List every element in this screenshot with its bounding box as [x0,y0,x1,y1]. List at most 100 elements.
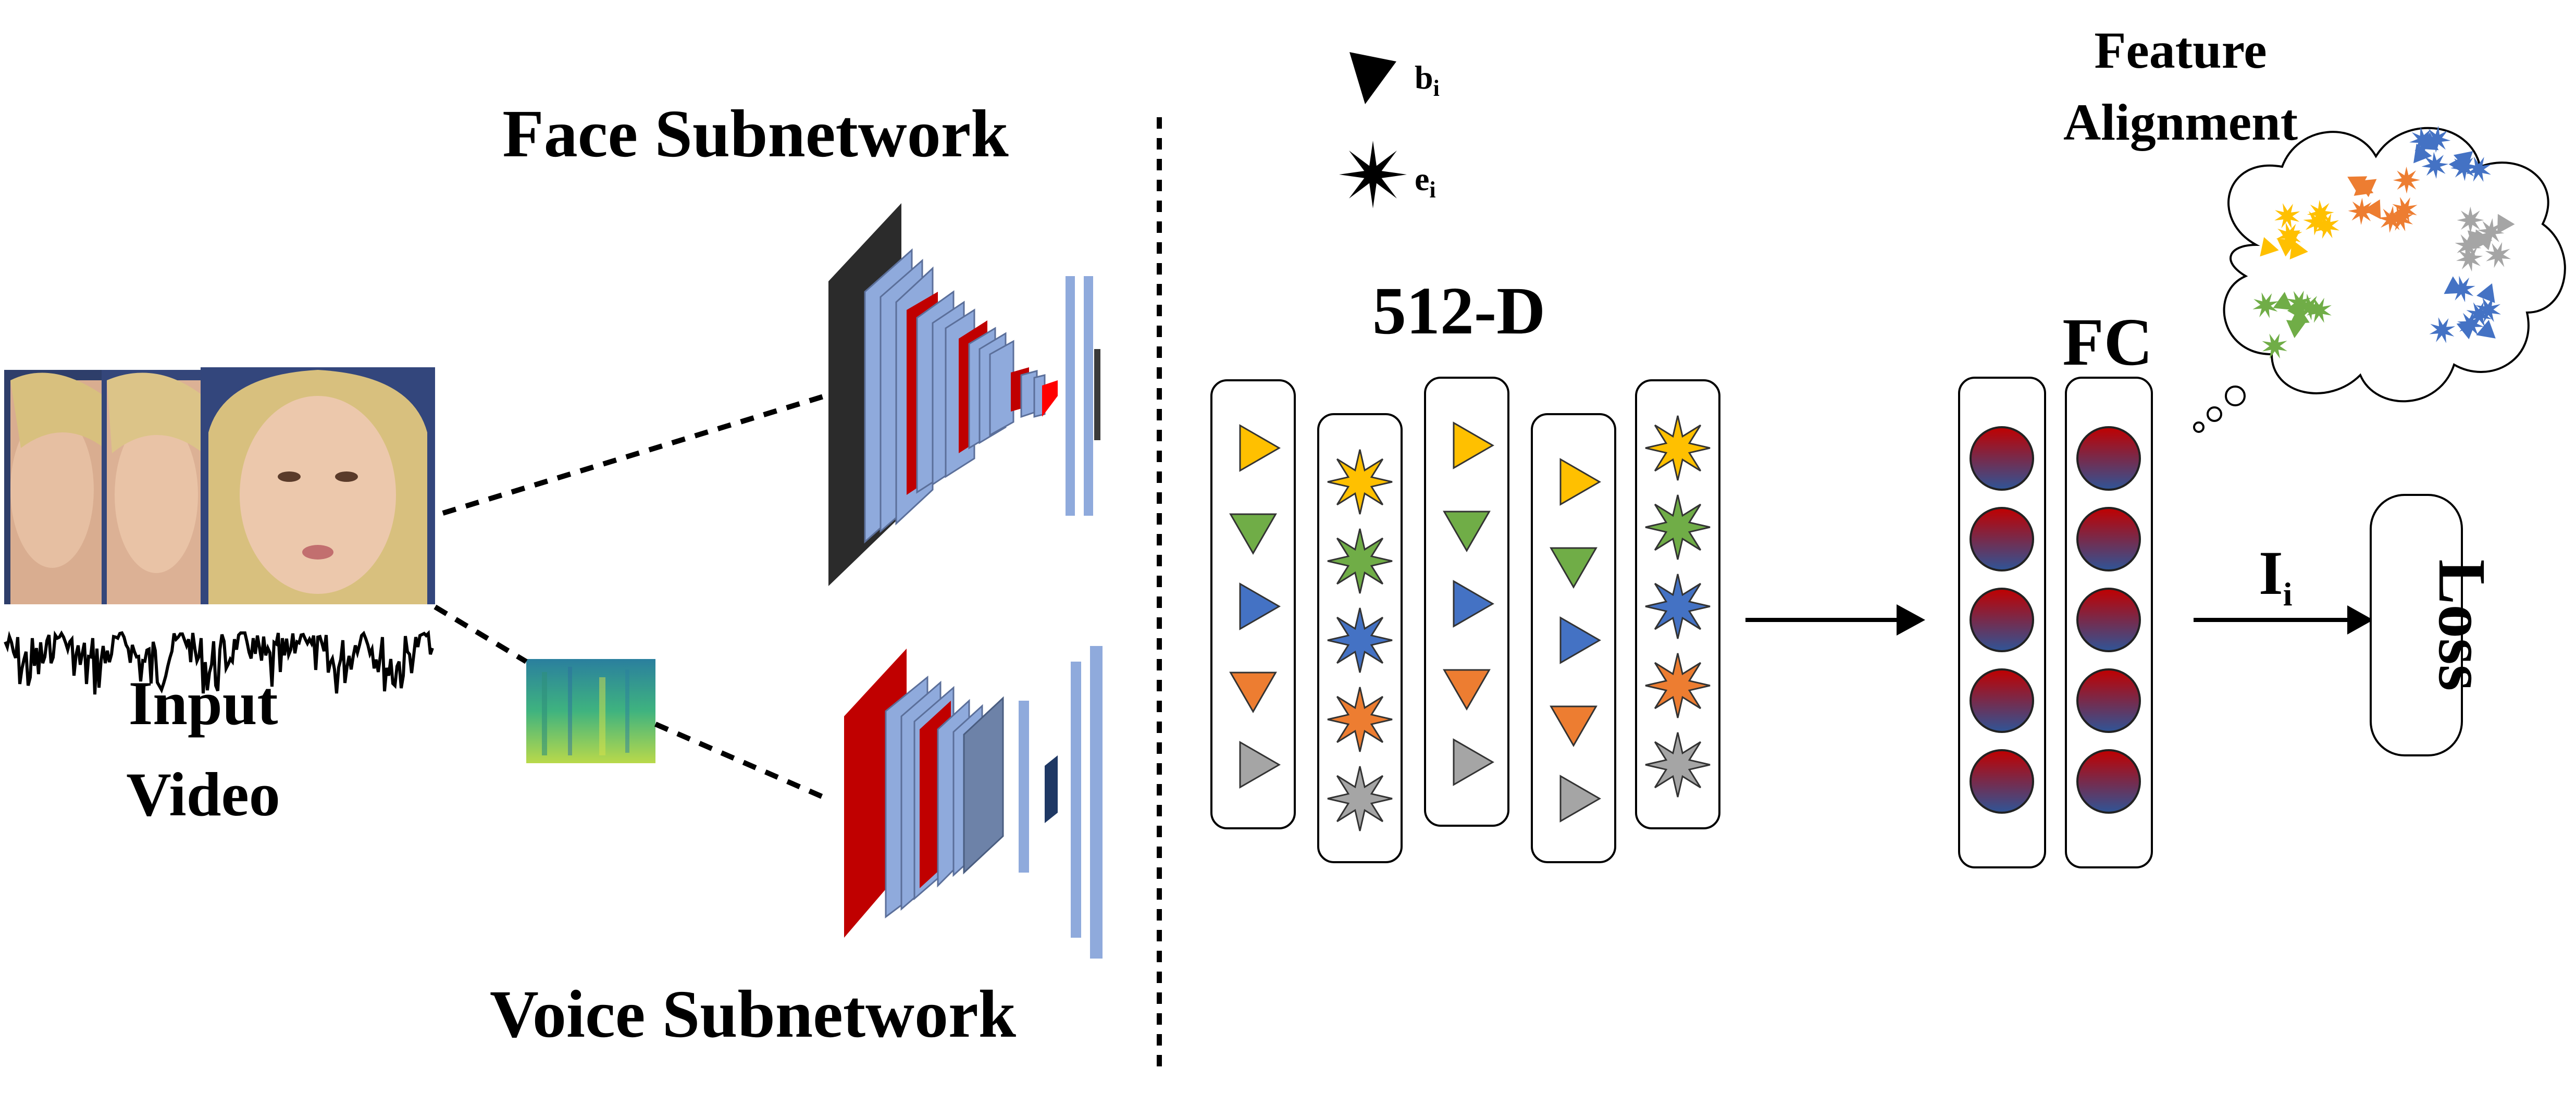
triangle-feature-icon [1239,741,1281,789]
cluster-star-icon [2477,218,2505,245]
face-subnetwork-layers [828,203,1100,586]
fc-node [1970,668,2034,733]
cluster-star-icon [2421,152,2449,179]
triangle-feature-icon [1453,421,1495,469]
cluster-star-icon [2303,208,2330,235]
legend-triangle-label: bi [1415,59,1440,101]
cluster-triangle-icon [2413,143,2432,164]
embedding-dim-label: 512-D [1372,274,1545,349]
feature-alignment-title-line1: Feature [2094,21,2267,79]
cluster-triangle-icon [2277,239,2297,257]
cluster-star-icon [2456,245,2483,272]
legend-star-label: ei [1415,160,1436,203]
cluster-star-icon [2485,242,2511,268]
fc-node [2076,749,2141,814]
triangle-feature-icon [1229,672,1277,714]
triangle-feature-icon [1559,616,1602,664]
cluster-star-icon [2392,197,2418,222]
cluster-triangle-icon [2476,320,2496,339]
voice-connector-b [654,722,824,800]
voice-subnetwork-layers [844,646,1103,959]
star-feature-icon [1327,449,1393,515]
star-feature-icon [1645,732,1711,798]
cluster-star-icon [2286,290,2312,316]
cluster-star-icon [2409,127,2436,154]
fc-node [2076,426,2141,491]
loss-box [2370,494,2463,756]
cluster-star-icon [2393,166,2420,194]
cluster-triangle-icon [2289,240,2308,259]
triangle-feature-icon [1550,705,1597,748]
star-feature-icon [1645,653,1711,718]
cluster-triangle-icon [2260,237,2279,257]
cluster-star-icon [2306,297,2332,323]
cluster-triangle-icon [2448,155,2467,175]
cluster-triangle-icon [2286,320,2306,338]
cluster-star-icon [2314,213,2339,239]
cluster-triangle-icon [2497,214,2515,234]
cluster-star-icon [2276,222,2302,249]
star-feature-icon [1327,607,1393,673]
cluster-triangle-icon [2476,283,2495,303]
triangle-feature-icon [1443,669,1491,711]
triangle-feature-icon [1559,775,1602,823]
cluster-star-icon [2377,206,2405,233]
star-feature-icon [1645,574,1711,639]
fc-node [2076,588,2141,652]
cluster-star-icon [2262,333,2287,359]
cluster-star-icon [2423,126,2451,153]
legend: bi ei [1339,52,1440,208]
fc-node [1970,588,2034,652]
arrowhead-1 [1897,604,1925,636]
fc-label: FC [2062,305,2152,380]
cluster-triangle-icon [2456,320,2476,340]
cluster-triangle-icon [2354,177,2374,196]
cluster-star-icon [2466,156,2492,182]
loss-label: Loss [2424,560,2499,691]
cluster-star-icon [2455,232,2482,259]
spectrogram [526,659,655,763]
star-feature-icon [1645,494,1711,560]
star-icon [1339,141,1407,208]
star-feature-icon [1645,415,1711,481]
fc-node [1970,749,2034,814]
face-frame-3 [201,367,435,604]
cluster-star-icon [2429,317,2456,343]
triangle-feature-icon [1239,424,1281,472]
triangle-feature-icon [1239,582,1281,630]
fc-node [2076,507,2141,571]
cluster-star-icon [2449,276,2475,303]
face-frame-2 [102,370,206,604]
cluster-star-icon [2457,206,2484,234]
input-video-label-line2: Video [126,760,280,829]
identity-clusters [2252,126,2515,359]
input-video-label-line1: Input [129,668,278,738]
cluster-star-icon [2466,302,2492,328]
triangle-feature-icon [1453,580,1495,628]
star-feature-icon [1327,528,1393,594]
face-frame-1 [4,370,108,604]
voice-connector-a [434,604,528,664]
star-feature-icon [1327,687,1393,752]
fc-node [1970,426,2034,491]
cluster-triangle-icon [2289,306,2310,324]
cluster-star-icon [2348,197,2375,225]
face-subnetwork-title: Face Subnetwork [502,96,1009,171]
cluster-triangle-icon [2444,276,2464,294]
feature-alignment-title-line2: Alignment [2063,93,2298,151]
feature-alignment-cloud [2193,127,2566,433]
star-feature-icon [1327,766,1393,831]
cluster-star-icon [2274,203,2300,229]
input-video-frames [4,367,435,604]
cluster-triangle-icon [2273,292,2293,310]
embedding-columns [1210,377,1720,863]
cluster-star-icon [2252,292,2279,318]
triangle-icon [1349,52,1396,104]
triangle-feature-icon [1453,738,1495,786]
identity-label: Ii [2259,538,2292,613]
cluster-triangle-icon [2363,199,2381,219]
arrowhead-2 [2347,605,2373,635]
audio-waveform [4,630,434,695]
triangle-feature-icon [1229,513,1277,555]
